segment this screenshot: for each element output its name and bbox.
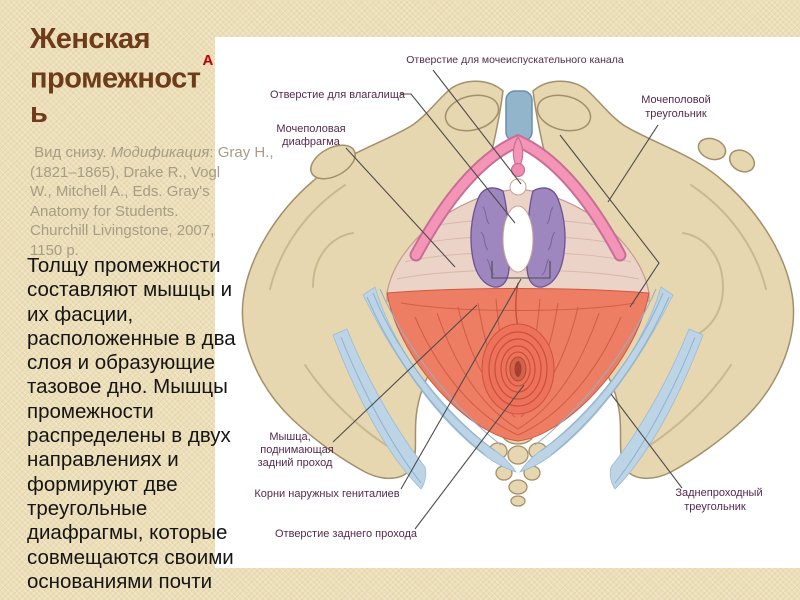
label-urogenital-triangle-line1: Мочеполовой — [641, 94, 711, 106]
slide-title: Женская промежностА ь — [30, 22, 270, 130]
label-levator-ani-line1: Мышца, — [269, 431, 310, 443]
label-anal-opening: Отверстие заднего прохода — [275, 528, 418, 540]
pubic-symphysis — [505, 90, 533, 142]
label-urogenital-triangle-line2: треугольник — [645, 108, 707, 120]
leader-vaginal-opening — [400, 93, 516, 224]
credit-modification-word: Модификация — [110, 144, 210, 161]
leader-urethral-opening — [432, 69, 522, 185]
leader-genital-roots — [400, 278, 522, 490]
label-anal-triangle-line2: треугольник — [684, 501, 746, 513]
credit-source-text: : Gray H., (1821–1865), Drake R., Vogl W… — [30, 144, 274, 259]
slide-title-text: Женская промежност — [30, 23, 201, 95]
clitoral-structure — [510, 135, 526, 178]
title-reference-marker: А — [202, 52, 214, 69]
sacrotuberous-ligament-left — [332, 286, 517, 490]
anal-sphincter-rings — [481, 323, 555, 415]
leader-levator-ani — [332, 304, 478, 443]
leader-urogenital-triangle — [607, 124, 659, 203]
label-levator-ani-line2: поднимающая — [260, 444, 334, 456]
body-paragraph: Толщу промежности составляют мышцы и их … — [27, 254, 236, 593]
label-vaginal-opening: Отверстие для влагалища — [270, 89, 406, 101]
vaginal-opening-shape — [502, 205, 534, 273]
leader-lines — [332, 69, 683, 530]
leader-anal-opening — [414, 384, 525, 530]
anatomy-illustration: Отверстие для мочеиспускательного канала… — [241, 54, 795, 540]
figure-credit: Вид снизу. Модификация: Gray H., (1821–1… — [30, 143, 282, 260]
label-levator-ani-line3: задний проход — [258, 457, 333, 469]
urogenital-triangle-corner-mark — [559, 134, 660, 308]
label-urethral-opening: Отверстие для мочеиспускательного канала — [406, 54, 624, 66]
slide-title-text-2: ь — [30, 96, 48, 129]
genital-roots-bracket — [491, 261, 551, 279]
hip-bone-right — [532, 80, 795, 479]
urethral-opening-shape — [509, 178, 527, 196]
label-urogenital-diaphragm-line2: диафрагма — [282, 136, 341, 148]
sacrotuberous-ligament-right — [519, 286, 704, 490]
leader-urogenital-diaphragm — [345, 147, 456, 268]
label-anal-triangle-line1: Заднепроходный — [675, 487, 762, 499]
label-urogenital-diaphragm-line1: Мочеполовая — [276, 123, 345, 135]
leader-anal-triangle — [610, 393, 683, 489]
credit-view-note: Вид снизу. — [30, 144, 107, 161]
label-genital-roots: Корни наружных гениталиев — [254, 488, 399, 500]
